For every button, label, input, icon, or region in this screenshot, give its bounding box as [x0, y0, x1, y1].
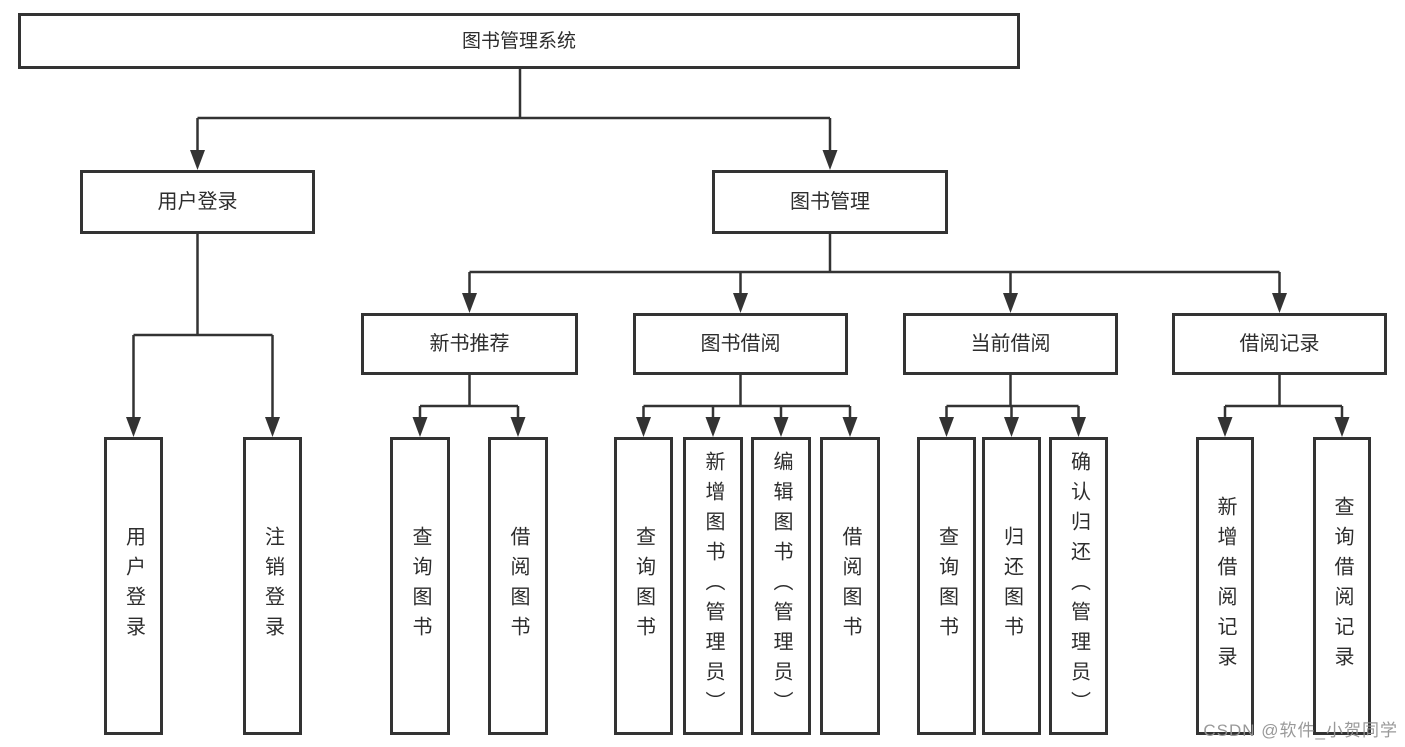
- node-newrec-borrow-books: 借阅图书: [488, 437, 548, 735]
- leaf-label: 新增借阅记录: [1214, 496, 1236, 676]
- node-current-query-books: 查询图书: [917, 437, 976, 735]
- node-borrow-borrow-books: 借阅图书: [820, 437, 880, 735]
- node-borrow-add-books-admin: 新增图书（管理员）: [683, 437, 743, 735]
- leaf-label: 查询图书: [935, 526, 958, 646]
- node-root: 图书管理系统: [18, 13, 1020, 69]
- node-records-add-record: 新增借阅记录: [1196, 437, 1254, 735]
- leaf-label: 注销登录: [261, 526, 284, 646]
- node-current-borrow: 当前借阅: [903, 313, 1118, 375]
- node-borrow-records: 借阅记录: [1172, 313, 1387, 375]
- leaf-label: 查询图书: [409, 526, 431, 646]
- node-newrec-query-books: 查询图书: [390, 437, 450, 735]
- leaf-label: 借阅图书: [839, 526, 861, 646]
- csdn-watermark: CSDN @软件_小贺同学: [1203, 721, 1398, 740]
- node-book-borrow: 图书借阅: [633, 313, 848, 375]
- leaf-label: 查询图书: [632, 526, 655, 646]
- node-user-login: 用户登录: [80, 170, 315, 234]
- node-leaf-logout: 注销登录: [243, 437, 302, 735]
- node-borrow-query-books: 查询图书: [614, 437, 673, 735]
- leaf-label: 查询借阅记录: [1331, 496, 1353, 676]
- node-leaf-user-login: 用户登录: [104, 437, 163, 735]
- leaf-label: 确认归还（管理员）: [1067, 451, 1090, 721]
- node-book-management: 图书管理: [712, 170, 948, 234]
- node-borrow-edit-books-admin: 编辑图书（管理员）: [751, 437, 811, 735]
- node-current-return-books: 归还图书: [982, 437, 1041, 735]
- leaf-label: 新增图书（管理员）: [702, 451, 724, 721]
- node-current-confirm-return-admin: 确认归还（管理员）: [1049, 437, 1108, 735]
- leaf-label: 借阅图书: [507, 526, 529, 646]
- node-new-book-recommend: 新书推荐: [361, 313, 578, 375]
- node-records-query-record: 查询借阅记录: [1313, 437, 1371, 735]
- leaf-label: 归还图书: [1000, 526, 1023, 646]
- leaf-label: 用户登录: [122, 526, 145, 646]
- leaf-label: 编辑图书（管理员）: [770, 451, 792, 721]
